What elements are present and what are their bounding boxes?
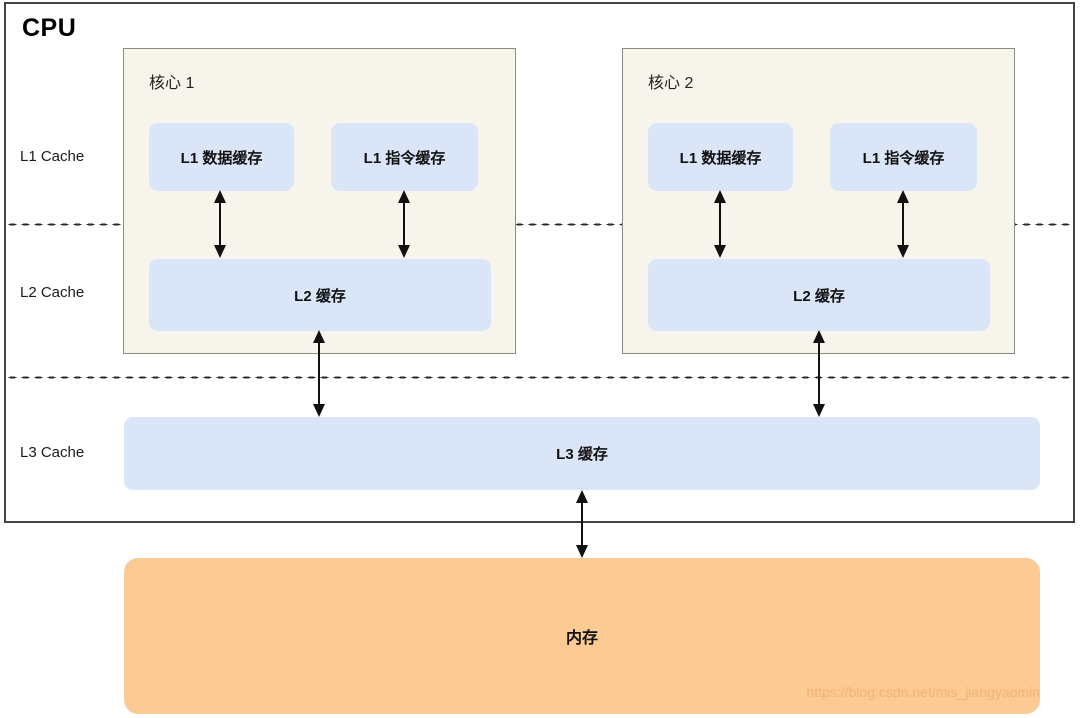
tier-label-l2: L2 Cache — [20, 284, 85, 301]
tier-label-l3: L3 Cache — [20, 444, 85, 461]
cpu-boundary — [4, 2, 1075, 523]
arrow-core1-l1d-to-l2 — [212, 190, 228, 258]
core-2-l1-data-cache: L1 数据缓存 — [648, 123, 793, 191]
tier-label-l1: L1 Cache — [20, 148, 85, 165]
memory-label: 内存 — [565, 630, 598, 647]
arrow-core1-l2-to-l3 — [311, 330, 327, 417]
l3-cache-block: L3 缓存 — [124, 417, 1040, 490]
core-1-container: 核心 1 L1 数据缓存 L1 指令缓存 L2 缓存 — [123, 48, 516, 354]
core-2-l2-cache: L2 缓存 — [648, 259, 990, 331]
arrow-core2-l2-to-l3 — [811, 330, 827, 417]
memory-block: 内存 — [124, 558, 1040, 714]
core-1-l1-instruction-cache: L1 指令缓存 — [331, 123, 478, 191]
arrow-core2-l1i-to-l2 — [895, 190, 911, 258]
separator-l2-l3 — [6, 376, 1074, 379]
core-1-l2-cache: L2 缓存 — [149, 259, 491, 331]
core-1-l1-data-cache: L1 数据缓存 — [149, 123, 294, 191]
core-2-l1-instruction-cache: L1 指令缓存 — [830, 123, 977, 191]
core-2-caption: 核心 2 — [648, 75, 694, 92]
cpu-title: CPU — [22, 14, 77, 42]
core-2-container: 核心 2 L1 数据缓存 L1 指令缓存 L2 缓存 — [622, 48, 1015, 354]
arrow-core2-l1d-to-l2 — [712, 190, 728, 258]
arrow-core1-l1i-to-l2 — [396, 190, 412, 258]
arrow-l3-to-memory — [574, 490, 590, 558]
core-1-caption: 核心 1 — [149, 75, 195, 92]
separator-l1-l2 — [6, 223, 1074, 226]
